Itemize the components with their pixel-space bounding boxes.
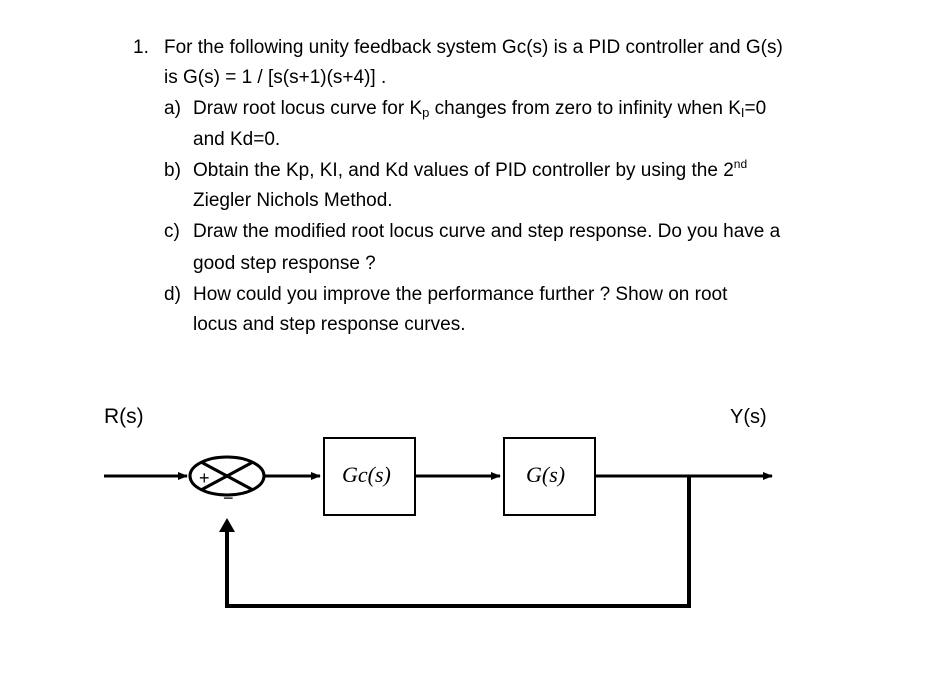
feedback-path [225, 476, 691, 608]
part-b-line2: Ziegler Nichols Method. [193, 190, 393, 211]
problem-intro-line1: For the following unity feedback system … [164, 37, 783, 58]
part-d-label: d) [164, 284, 181, 305]
part-a-line1: Draw root locus curve for Kp changes fro… [193, 98, 767, 120]
minus-sign: − [223, 488, 234, 508]
problem-number: 1. [133, 37, 149, 58]
controller-block-label: Gc(s) [342, 462, 391, 487]
part-b-line1: Obtain the Kp, KI, and Kd values of PID … [193, 157, 748, 181]
problem-intro-line2: is G(s) = 1 / [s(s+1)(s+4)] . [164, 67, 387, 88]
plant-block-label: G(s) [526, 462, 565, 487]
part-a-line2: and Kd=0. [193, 129, 281, 150]
part-c-line1: Draw the modified root locus curve and s… [193, 221, 781, 242]
part-c-line2: good step response ? [193, 253, 376, 274]
part-d-line2: locus and step response curves. [193, 314, 466, 335]
input-label: R(s) [104, 405, 144, 428]
controller-block [323, 437, 416, 516]
part-b-label: b) [164, 160, 181, 181]
part-c-label: c) [164, 221, 180, 242]
part-d-line1: How could you improve the performance fu… [193, 284, 728, 305]
output-label: Y(s) [730, 406, 767, 428]
part-a-label: a) [164, 98, 181, 119]
plus-sign: + [199, 468, 210, 488]
feedback-arrowhead [219, 518, 235, 532]
